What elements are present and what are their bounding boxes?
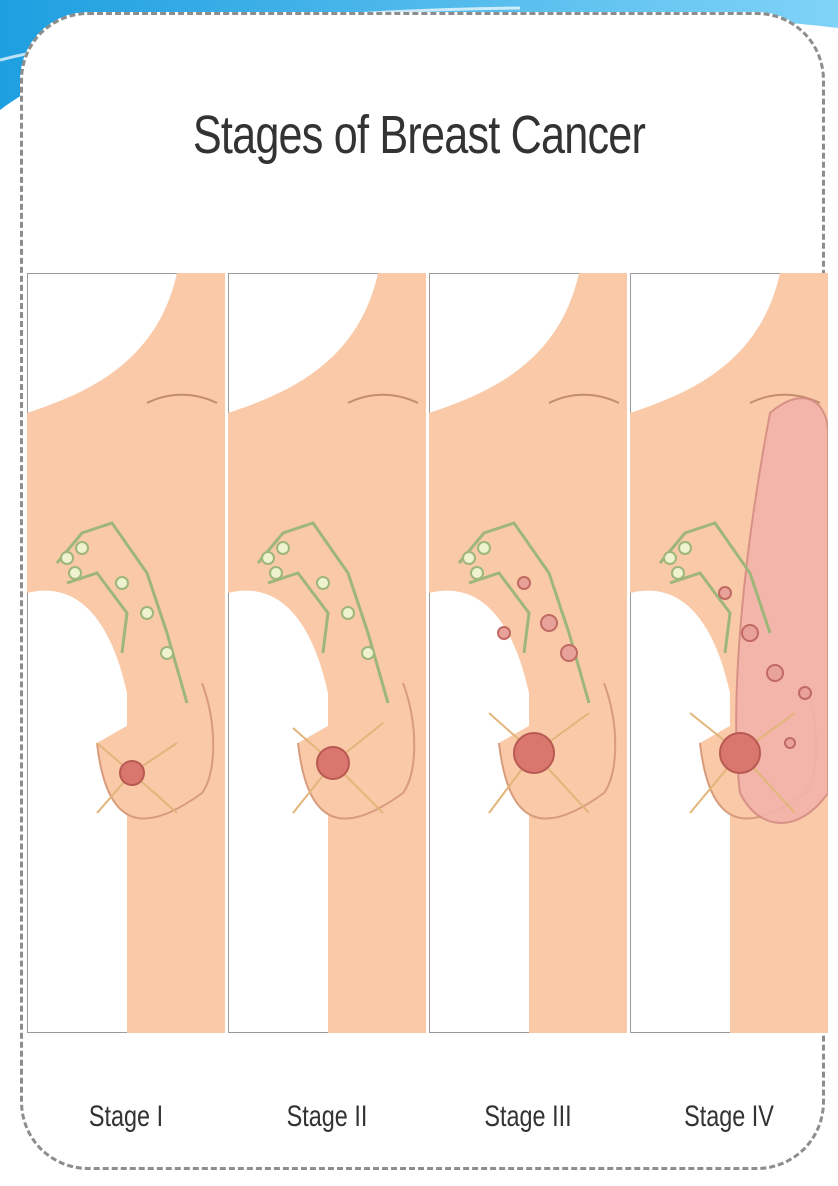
stage-4-label: Stage IV [652, 1100, 806, 1134]
stage-1-illustration [27, 273, 225, 1033]
stage-3-label: Stage III [451, 1100, 605, 1134]
stage-3-panel [429, 273, 627, 1033]
stage-2-panel [228, 273, 426, 1033]
stage-panels [27, 273, 829, 1033]
stage-2-label: Stage II [250, 1100, 404, 1134]
stage-4-panel [630, 273, 828, 1033]
stage-3-illustration [429, 273, 627, 1033]
stage-1-panel [27, 273, 225, 1033]
diagram-title: Stages of Breast Cancer [84, 104, 754, 166]
stage-2-illustration [228, 273, 426, 1033]
stage-4-illustration [630, 273, 828, 1033]
stage-1-label: Stage I [49, 1100, 203, 1134]
